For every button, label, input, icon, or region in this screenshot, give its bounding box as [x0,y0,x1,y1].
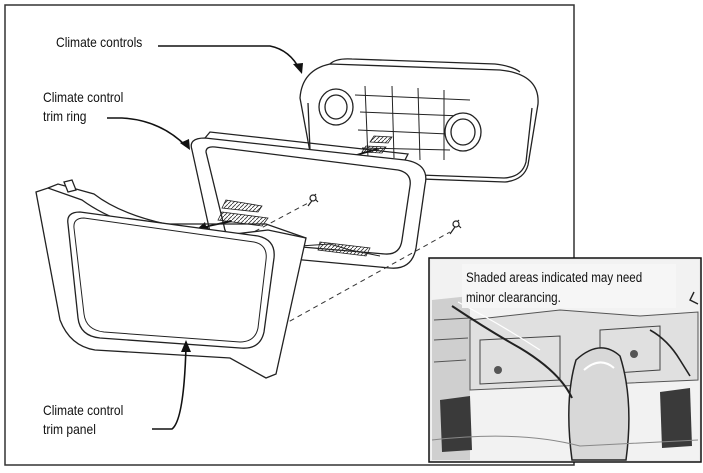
label-trim-panel: Climate control trim panel [43,402,124,437]
screw-icons [307,193,462,235]
leader-arrowheads [180,63,303,352]
label-trim-ring: Climate control trim ring [43,89,124,124]
label-climate-controls: Climate controls [56,34,143,50]
trim-panel [35,179,307,379]
figure-frame [4,4,575,466]
inset-caption: Shaded areas indicated may need minor cl… [466,270,643,305]
climate-controls-module [299,58,539,183]
inset-photo [428,257,702,463]
